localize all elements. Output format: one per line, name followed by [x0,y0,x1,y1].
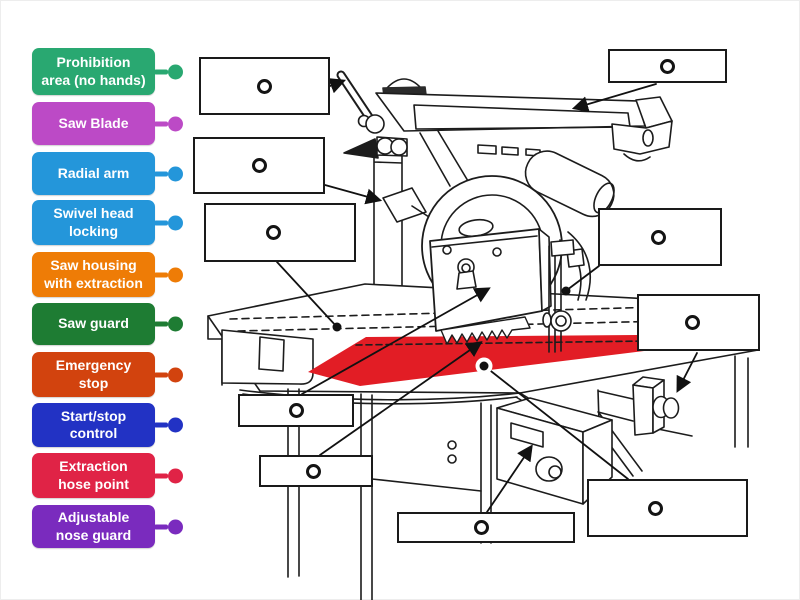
answer-slot-6[interactable] [397,512,575,543]
drop-target-circle [306,463,321,479]
label-text: stop [78,374,109,391]
drop-target-circle [257,78,272,94]
prohibition-zone [308,335,647,386]
drop-target-circle [660,58,675,74]
drop-target-circle [265,225,281,240]
answer-slot-4[interactable] [238,394,354,427]
label-text: Saw Blade [58,114,129,131]
yoke-bracket [382,130,469,229]
drop-target-circle [251,158,267,173]
label-text: Prohibition [56,54,131,71]
leader-arrow [324,184,383,205]
connector-dot [168,519,183,534]
connector-stub [154,69,168,74]
connector-stub [154,321,168,327]
connector-dot [168,64,183,79]
answer-slot-10[interactable] [608,49,727,83]
label-text: hose point [58,475,129,492]
label-extraction-hose-point[interactable]: Extraction hose point [32,453,183,498]
connector-stub [154,121,168,126]
connector-stub [154,473,168,478]
connector-dot [168,116,183,131]
connector-stub [154,372,168,377]
answer-slot-1[interactable] [199,57,330,115]
label-text: locking [68,222,118,239]
answer-slot-7[interactable] [587,479,748,537]
label-text: Saw housing [50,257,137,274]
leader-dot [561,286,571,296]
connector-dot [168,367,183,382]
label-prohibition-area[interactable]: Prohibition area (no hands) [32,48,183,95]
control-panel [447,397,613,505]
label-adjustable-nose-guard[interactable]: Adjustable nose guard [32,505,183,548]
connector-dot [168,468,183,483]
extraction-hose [524,150,615,218]
connector-stub [154,220,168,225]
leader-dot [479,361,489,371]
connector-stub [154,272,168,277]
label-text: Emergency [55,357,132,374]
label-text: Radial arm [57,164,130,181]
label-text: Saw guard [58,315,129,332]
connector-stub [154,524,168,529]
leader-line [566,265,600,291]
connector-dot [168,417,183,433]
leader-arrow [676,352,698,393]
drop-target-circle [473,520,489,535]
leader-line [486,367,629,480]
label-text: control [69,425,118,441]
leader-arrow [301,287,491,395]
label-saw-blade[interactable]: Saw Blade [32,102,183,145]
label-text: nose guard [55,526,132,543]
drop-target-circle [685,315,700,330]
label-saw-guard[interactable]: Saw guard [32,303,183,345]
label-emergency-stop[interactable]: Emergency stop [32,352,183,397]
connector-dot [168,316,183,332]
connector-stub [154,171,168,176]
drop-target-circle [647,500,663,516]
connector-dot [168,166,183,181]
label-text: Swivel head [53,205,134,222]
label-start-stop-control[interactable]: Start/stop control [32,403,183,447]
label-saw-housing[interactable]: Saw housing with extraction [32,252,183,297]
label-text: Start/stop [60,407,127,424]
label-text: Extraction [59,458,128,475]
leader-arrow [486,444,533,513]
answer-slot-2[interactable] [193,137,325,194]
answer-slot-9[interactable] [598,208,722,266]
label-text: area (no hands) [41,71,146,88]
emergency-stop-button [632,376,680,436]
leader-line [276,261,338,328]
drop-target-circle [288,403,304,418]
leader-dot [332,322,342,332]
leader-arrow [319,341,483,456]
label-swivel-head-locking[interactable]: Swivel head locking [32,200,183,245]
saw-blade-teeth [440,316,531,345]
answer-slot-5[interactable] [259,455,373,487]
adjustable-nose-guard [542,239,575,353]
answer-slot-8[interactable] [637,294,760,351]
label-text: Adjustable [57,509,130,526]
support-column [373,149,403,304]
radial-arm [375,78,673,162]
answer-slot-3[interactable] [204,203,356,262]
drop-target-circle [650,229,666,245]
connector-stub [154,422,168,428]
label-radial-arm[interactable]: Radial arm [32,152,183,195]
connector-dot [168,267,183,282]
connector-dot [168,215,183,230]
leader-lines [276,78,698,513]
leader-arrow [571,83,657,113]
label-text: with extraction [44,274,143,291]
leader-arrow [327,78,347,94]
